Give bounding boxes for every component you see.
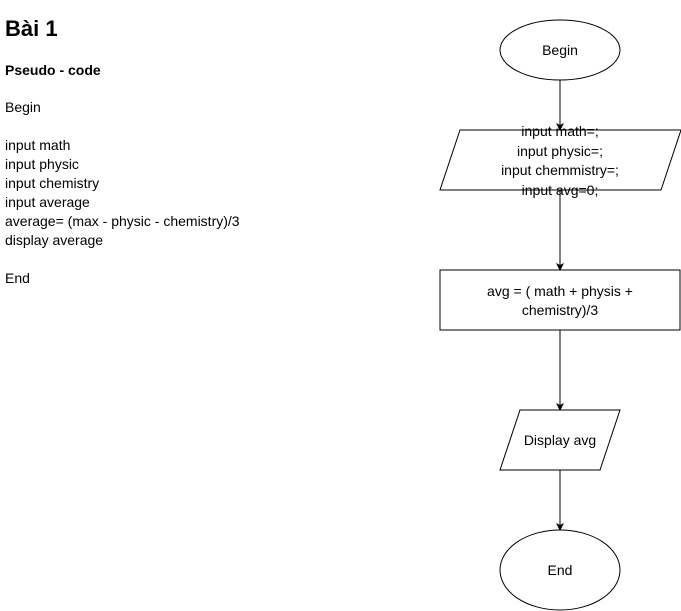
input-line: input math=;: [521, 123, 598, 139]
input-line: input avg=0;: [522, 182, 599, 198]
pseudocode-line: input average: [5, 194, 90, 210]
pseudocode-panel: Bài 1 Pseudo - code Begin input math inp…: [5, 14, 425, 288]
pseudocode-line: Begin: [5, 99, 41, 115]
input-line: input physic=;: [517, 143, 603, 159]
process-node: avg = ( math + physis + chemistry)/3: [439, 269, 681, 331]
process-line: chemistry)/3: [522, 302, 598, 318]
page-title: Bài 1: [5, 16, 58, 41]
pseudocode-line: average= (max - physic - chemistry)/3: [5, 213, 240, 229]
pseudocode-line: input physic: [5, 156, 79, 172]
end-node: End: [499, 529, 621, 611]
end-label: End: [548, 562, 573, 578]
begin-node: Begin: [499, 19, 621, 81]
display-node: Display avg: [499, 409, 621, 471]
display-label: Display avg: [524, 432, 596, 448]
pseudocode-line: input chemistry: [5, 175, 100, 191]
begin-label: Begin: [542, 42, 578, 58]
pseudocode-block: Begin input math input physic input chem…: [5, 98, 425, 288]
pseudocode-line: End: [5, 270, 30, 286]
input-line: input chemmistry=;: [501, 162, 619, 178]
pseudocode-line: input math: [5, 137, 71, 153]
pseudocode-line: display average: [5, 232, 104, 248]
section-subtitle: Pseudo - code: [5, 62, 101, 78]
input-node: input math=; input physic=; input chemmi…: [439, 123, 681, 198]
process-line: avg = ( math + physis +: [487, 283, 633, 299]
